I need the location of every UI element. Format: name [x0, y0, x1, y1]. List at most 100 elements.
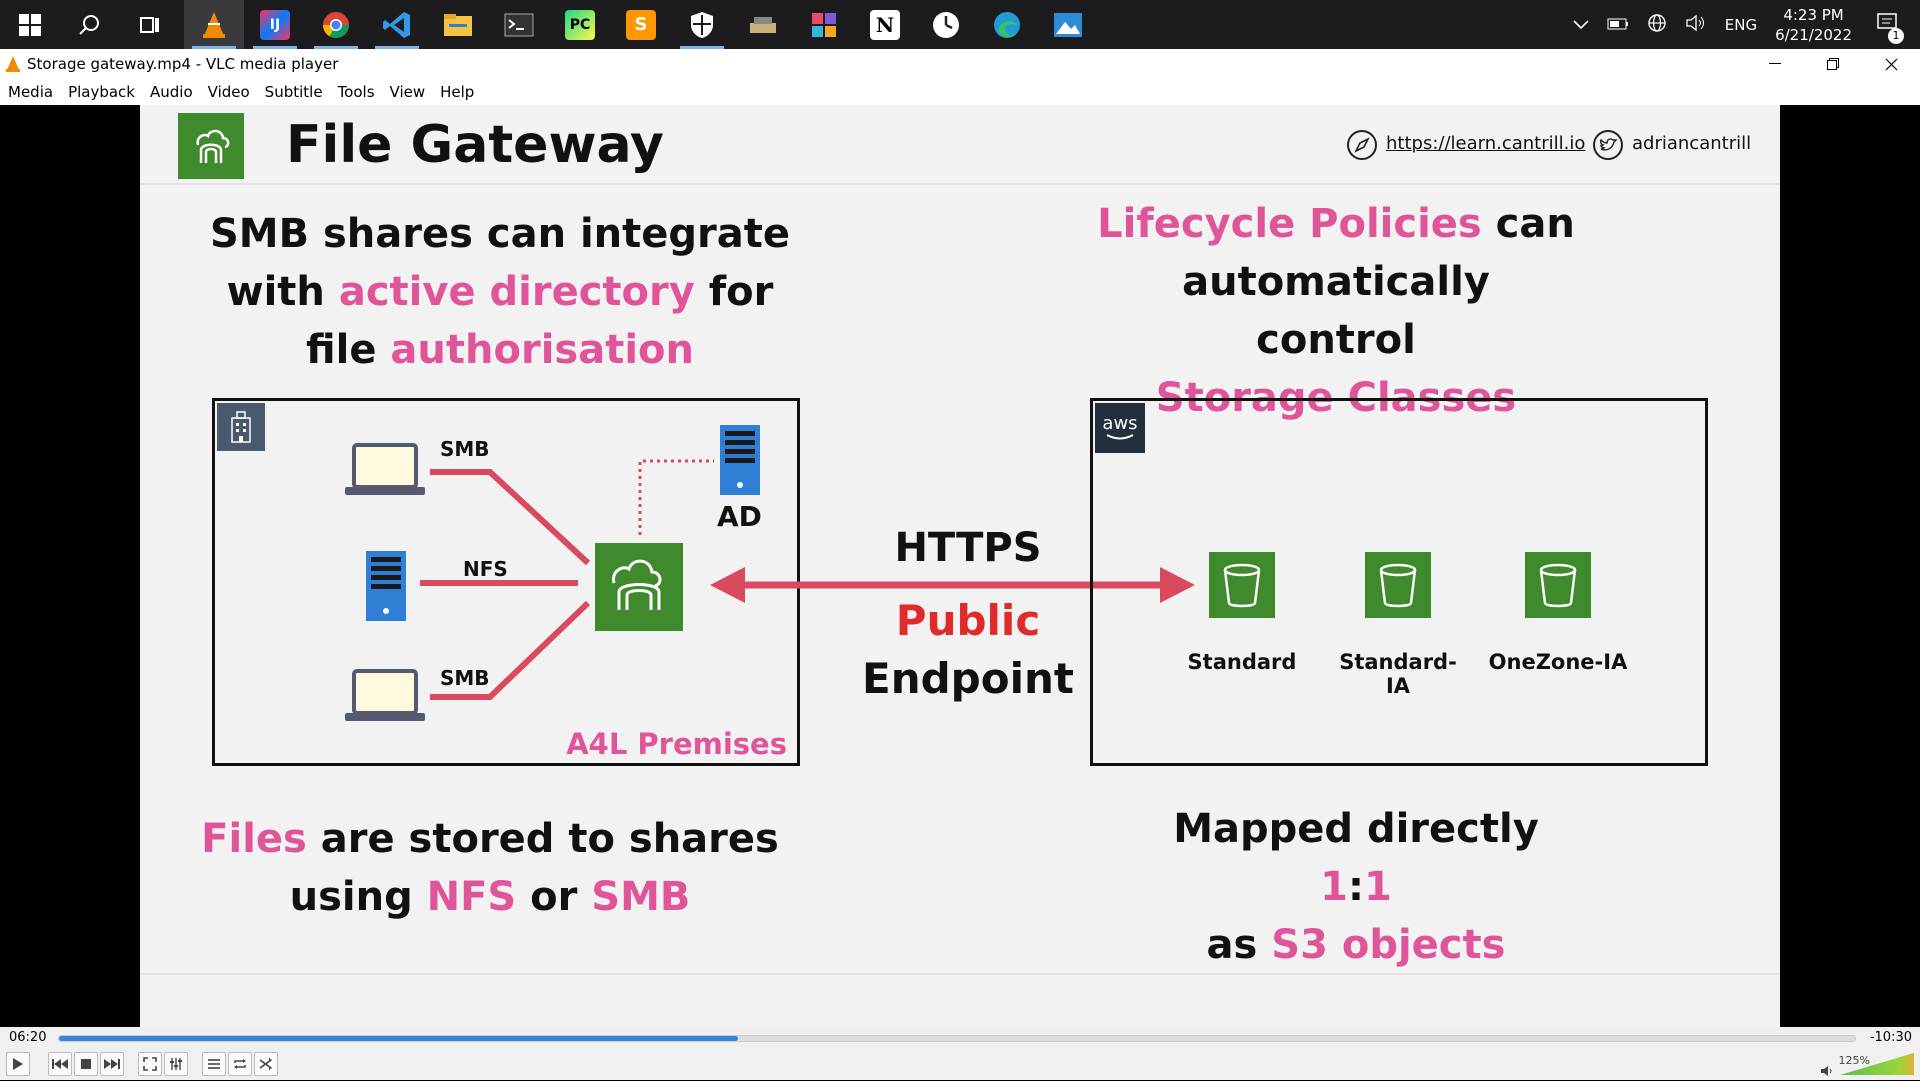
bottom-left-line-1: Files are stored to shares [180, 810, 800, 868]
gateway-icon [196, 129, 230, 163]
vscode-icon[interactable] [367, 0, 427, 49]
left-heading-line-2: with active directory for [200, 263, 800, 321]
menu-playback[interactable]: Playback [68, 83, 135, 101]
minimize-button[interactable] [1746, 49, 1804, 79]
close-button[interactable] [1862, 49, 1920, 79]
chrome-icon[interactable] [306, 0, 366, 49]
battery-icon[interactable] [1607, 16, 1629, 34]
task-view-icon[interactable] [120, 0, 180, 49]
security-icon[interactable] [672, 0, 732, 49]
clock-app-icon[interactable] [916, 0, 976, 49]
speaker-icon[interactable] [1685, 14, 1707, 36]
player-controls: 06:20 -10:30 125% [0, 1027, 1920, 1080]
language-indicator[interactable]: ENG [1724, 15, 1758, 34]
twitter-icon [1592, 129, 1624, 165]
diagram [345, 425, 1591, 721]
left-heading-line-1: SMB shares can integrate [209, 211, 791, 257]
remaining-time[interactable]: -10:30 [1869, 1030, 1912, 1045]
clock-date: 6/21/2022 [1775, 25, 1852, 44]
https-label: HTTPS [894, 525, 1042, 571]
seek-progress [59, 1036, 738, 1041]
highlight-one: 1 [1320, 864, 1348, 910]
menu-bar: Media Playback Audio Video Subtitle Tool… [0, 79, 1920, 105]
compass-icon [1346, 129, 1378, 165]
menu-view[interactable]: View [389, 83, 426, 101]
notifications-icon[interactable]: 1 [1876, 12, 1904, 44]
menu-audio[interactable]: Audio [150, 83, 193, 101]
text: are stored to shares [306, 816, 779, 862]
highlight-s3-objects: S3 objects [1271, 922, 1506, 968]
stop-button[interactable] [74, 1052, 98, 1076]
s3-class-onezone-ia: OneZone-IA [1488, 650, 1628, 674]
highlight-lifecycle-policies: Lifecycle Policies [1097, 201, 1482, 247]
menu-tools[interactable]: Tools [337, 83, 375, 101]
search-icon[interactable] [60, 0, 120, 49]
aws-cloud-box: aws [1090, 398, 1708, 766]
premises-label: A4L Premises [566, 727, 787, 761]
notion-icon[interactable]: N [855, 0, 915, 49]
text: using [289, 874, 427, 920]
laptop-icon [345, 669, 425, 721]
seek-bar[interactable] [58, 1035, 1856, 1042]
terminal-icon[interactable] [489, 0, 549, 49]
restore-button[interactable] [1804, 49, 1862, 79]
menu-media[interactable]: Media [8, 83, 54, 101]
pycharm-icon[interactable]: PC [550, 0, 610, 49]
s3-class-standard-ia: Standard-IA [1339, 650, 1457, 698]
intellij-icon[interactable]: IJ [245, 0, 305, 49]
text: can [1481, 201, 1575, 247]
smb-link-1 [430, 469, 591, 566]
volume-fill [1840, 1053, 1914, 1075]
play-button[interactable] [6, 1052, 30, 1076]
text: as [1206, 922, 1272, 968]
highlight-files: Files [201, 816, 307, 862]
bottom-right-line-2: as S3 objects [1156, 916, 1556, 974]
slide-url: https://learn.cantrill.io [1386, 133, 1586, 154]
ad-label: AD [717, 500, 762, 533]
globe-icon[interactable] [1647, 13, 1667, 37]
text: for [694, 269, 774, 315]
text: with [226, 269, 339, 315]
video-area[interactable]: File Gateway https://learn.cantrill.io a… [0, 105, 1920, 1027]
edge-icon[interactable] [977, 0, 1037, 49]
elapsed-time: 06:20 [9, 1030, 47, 1045]
storage-gateway-icon [595, 543, 683, 631]
volume-slider[interactable] [1840, 1053, 1914, 1075]
photos-icon[interactable] [794, 0, 854, 49]
playlist-button[interactable] [202, 1052, 226, 1076]
s3-bucket-icon [1365, 552, 1431, 618]
highlight-one: 1 [1364, 864, 1392, 910]
nfs-label: NFS [463, 557, 508, 581]
clock-time: 4:23 PM [1783, 5, 1844, 24]
app-icon[interactable] [733, 0, 793, 49]
right-heading-line-1: Lifecycle Policies can [1096, 195, 1576, 253]
endpoint-label: Endpoint [862, 654, 1074, 703]
fullscreen-button[interactable] [138, 1052, 162, 1076]
extended-settings-button[interactable] [164, 1052, 188, 1076]
previous-button[interactable] [48, 1052, 72, 1076]
volume-speaker-icon[interactable] [1820, 1062, 1834, 1081]
premises-box: A4L Premises [212, 398, 800, 766]
file-gateway-logo [178, 113, 244, 179]
menu-video[interactable]: Video [207, 83, 250, 101]
windows-start-icon[interactable] [0, 0, 60, 49]
highlight-authorisation: authorisation [390, 327, 694, 373]
ad-link [638, 459, 714, 535]
sublime-icon[interactable]: S [611, 0, 671, 49]
system-tray: ENG 4:23 PM 6/21/2022 1 [1573, 0, 1920, 49]
smb-label-bottom: SMB [440, 666, 490, 690]
ad-server-icon [720, 425, 760, 495]
window-titlebar[interactable]: Storage gateway.mp4 - VLC media player [0, 49, 1920, 79]
file-explorer-icon[interactable] [428, 0, 488, 49]
next-button[interactable] [100, 1052, 124, 1076]
shuffle-button[interactable] [254, 1052, 278, 1076]
clock[interactable]: 4:23 PM 6/21/2022 [1775, 5, 1852, 45]
vlc-icon[interactable] [184, 0, 244, 49]
menu-help[interactable]: Help [440, 83, 475, 101]
s3-bucket-icon [1209, 552, 1275, 618]
menu-subtitle[interactable]: Subtitle [264, 83, 323, 101]
chevron-up-icon[interactable] [1573, 16, 1589, 34]
photo-viewer-icon[interactable] [1038, 0, 1098, 49]
laptop-icon [345, 443, 425, 495]
loop-button[interactable] [228, 1052, 252, 1076]
